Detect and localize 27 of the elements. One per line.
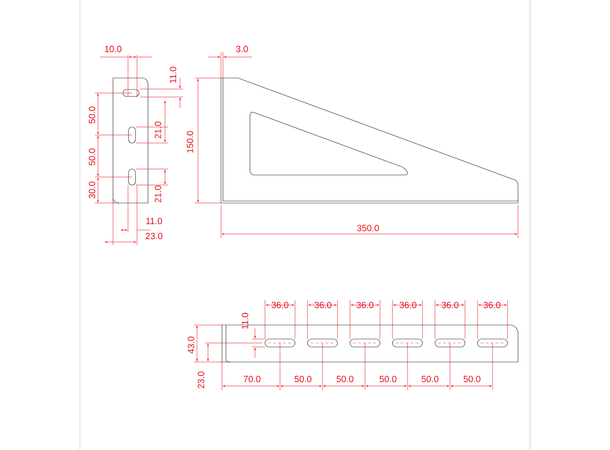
dimension-label: 3.0 — [236, 46, 248, 52]
dimension-label: 11.0 — [242, 312, 248, 329]
dimension-label: 36.0 — [484, 302, 500, 308]
dimension-label: 30.0 — [88, 182, 96, 198]
dimension-label: 11.0 — [146, 218, 162, 224]
dimension-label: 50.0 — [464, 376, 480, 382]
dimension-label: 21.0 — [154, 122, 162, 138]
dimension-label: 10.0 — [104, 46, 122, 52]
dimension-label: 11.0 — [170, 66, 176, 83]
dimension-label: 350.0 — [357, 224, 379, 232]
dimension-label: 36.0 — [442, 302, 458, 308]
dimension-label: 23.0 — [146, 232, 162, 240]
dimension-label: 50.0 — [294, 376, 312, 382]
dimension-label: 43.0 — [188, 336, 194, 354]
dimension-label: 36.0 — [314, 302, 332, 308]
dimension-label: 50.0 — [88, 106, 96, 124]
dimension-label: 50.0 — [380, 376, 396, 382]
dimension-label: 70.0 — [244, 376, 260, 382]
dimension-label: 50.0 — [88, 148, 96, 166]
dimension-label: 21.0 — [154, 186, 162, 202]
dimension-label: 36.0 — [356, 302, 374, 308]
dimension-label: 50.0 — [336, 376, 354, 382]
dimension-label: 23.0 — [198, 372, 204, 388]
dimension-label: 36.0 — [400, 302, 416, 308]
dimension-label: 36.0 — [272, 302, 288, 308]
dimension-label: 150.0 — [186, 131, 194, 153]
dimension-label: 50.0 — [422, 376, 438, 382]
